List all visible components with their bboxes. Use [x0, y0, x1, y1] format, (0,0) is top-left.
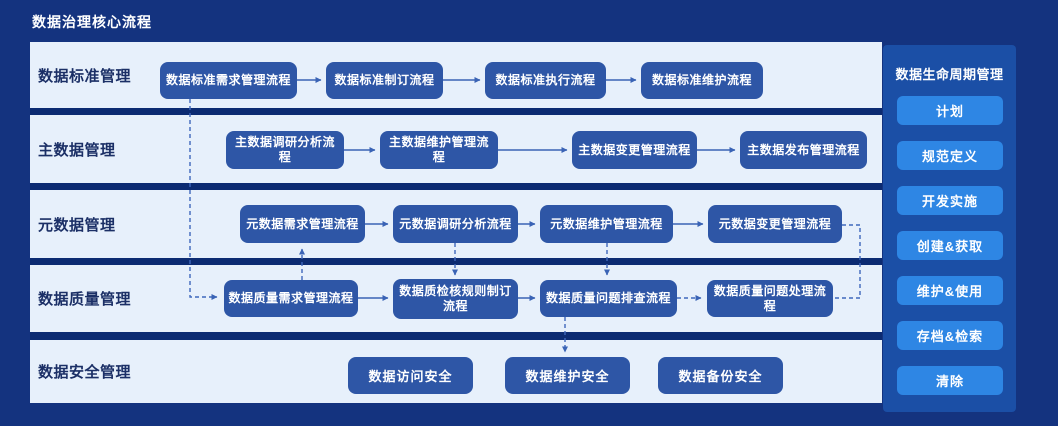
security-box-maintenance[interactable]: 数据维护安全 — [505, 357, 630, 394]
security-box-access[interactable]: 数据访问安全 — [348, 357, 473, 394]
process-box-meta-change[interactable]: 元数据变更管理流程 — [708, 205, 842, 243]
process-box-master-research[interactable]: 主数据调研分析流程 — [226, 131, 344, 169]
process-box-quality-rule[interactable]: 数据质检核规则制订流程 — [393, 279, 518, 319]
process-box-meta-requirement[interactable]: 元数据需求管理流程 — [240, 205, 365, 243]
page-title: 数据治理核心流程 — [32, 14, 152, 30]
lifecycle-sidebar: 数据生命周期管理 计划 规范定义 开发实施 创建&获取 维护&使用 存档&检索 … — [883, 45, 1016, 412]
row-label-data-standard: 数据标准管理 — [38, 67, 132, 85]
lifecycle-button-create-acquire[interactable]: 创建&获取 — [897, 231, 1003, 260]
lifecycle-button-purge[interactable]: 清除 — [897, 366, 1003, 395]
row-label-data-security: 数据安全管理 — [38, 364, 132, 381]
process-box-standard-requirement[interactable]: 数据标准需求管理流程 — [160, 62, 297, 99]
row-label-metadata: 元数据管理 — [38, 216, 116, 234]
lifecycle-button-archive-retrieve[interactable]: 存档&检索 — [897, 321, 1003, 350]
process-box-quality-inspection[interactable]: 数据质量问题排查流程 — [540, 280, 677, 317]
lifecycle-button-spec-definition[interactable]: 规范定义 — [897, 141, 1003, 170]
process-box-master-maintenance[interactable]: 主数据维护管理流程 — [380, 131, 498, 169]
process-box-meta-maintenance[interactable]: 元数据维护管理流程 — [540, 205, 673, 243]
process-box-standard-formulation[interactable]: 数据标准制订流程 — [326, 62, 443, 99]
process-box-meta-research[interactable]: 元数据调研分析流程 — [393, 205, 518, 243]
lifecycle-button-dev-implementation[interactable]: 开发实施 — [897, 186, 1003, 215]
security-box-backup[interactable]: 数据备份安全 — [658, 357, 783, 394]
lifecycle-button-maintain-use[interactable]: 维护&使用 — [897, 276, 1003, 305]
process-box-standard-maintenance[interactable]: 数据标准维护流程 — [641, 62, 763, 99]
row-label-data-quality: 数据质量管理 — [38, 291, 132, 308]
lifecycle-sidebar-title: 数据生命周期管理 — [895, 67, 1004, 82]
process-box-quality-requirement[interactable]: 数据质量需求管理流程 — [224, 280, 358, 317]
process-box-master-publish[interactable]: 主数据发布管理流程 — [740, 131, 867, 169]
process-box-quality-handling[interactable]: 数据质量问题处理流程 — [707, 280, 833, 317]
row-label-master-data: 主数据管理 — [38, 141, 116, 159]
lifecycle-button-plan[interactable]: 计划 — [897, 96, 1003, 125]
process-box-standard-execution[interactable]: 数据标准执行流程 — [485, 62, 606, 99]
process-box-master-change[interactable]: 主数据变更管理流程 — [572, 131, 697, 169]
